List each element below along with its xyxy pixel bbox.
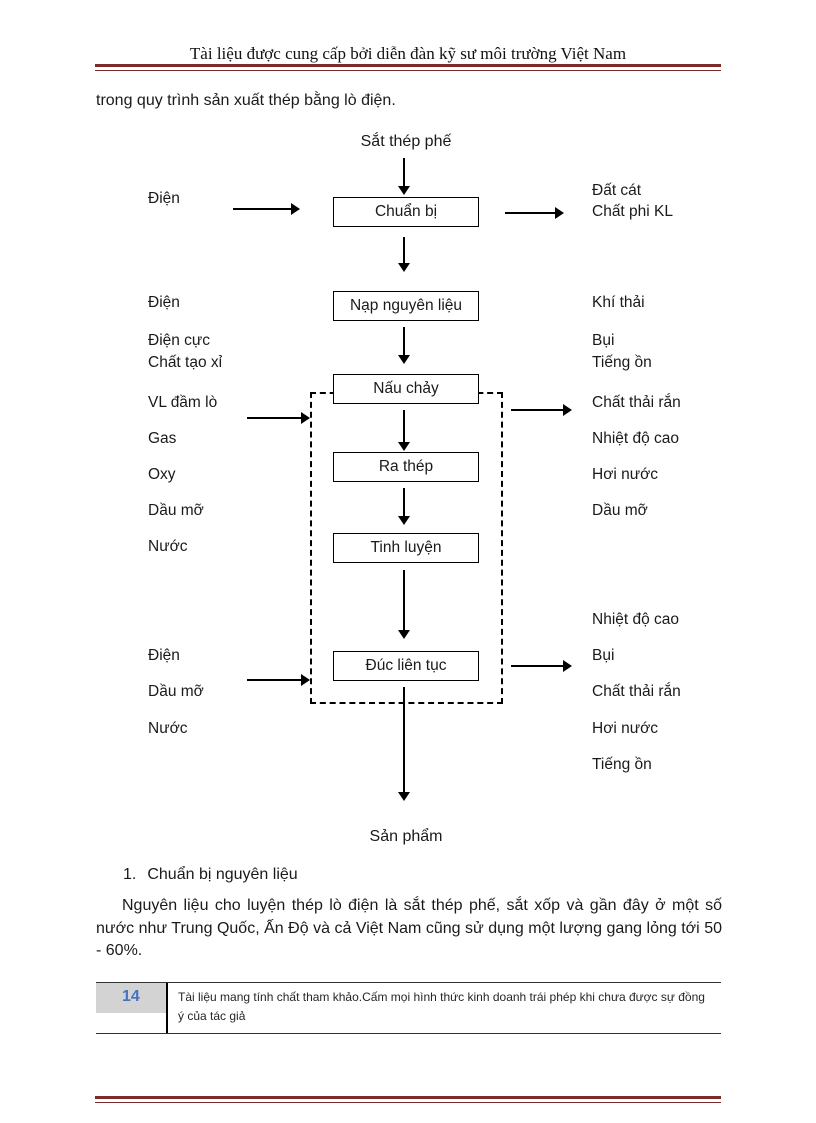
- flow-box-nau-chay: Nấu chảy: [333, 374, 479, 404]
- diagram-output-label: Nhiệt độ cao: [592, 611, 680, 628]
- output-arrow-icon: [511, 404, 572, 416]
- input-arrow-icon: [247, 674, 310, 686]
- diagram-input-label: Điện cực: [148, 332, 211, 349]
- footer-note: Tài liệu mang tính chất tham khảo.Cấm mọ…: [166, 983, 721, 1034]
- footer-page-number-cell: 14: [96, 983, 166, 1033]
- diagram-input-label: Dầu mỡ: [148, 683, 204, 700]
- diagram-input-label: Nước: [148, 720, 188, 737]
- flow-box-nap-nguyen-lieu: Nạp nguyên liệu: [333, 291, 479, 321]
- diagram-output-label: Hơi nước: [592, 466, 659, 483]
- section-number: 1.: [123, 866, 137, 883]
- flow-arrow-down-icon: [398, 410, 410, 451]
- flow-box-duc-lien-tuc: Đúc liên tục: [333, 651, 479, 681]
- page-number: 14: [122, 988, 140, 1005]
- output-arrow-icon: [505, 207, 564, 219]
- flow-arrow-down-icon: [398, 327, 410, 364]
- diagram-input-label: VL đầm lò: [148, 394, 218, 411]
- diagram-input-label: Điện: [148, 647, 180, 664]
- flow-arrow-down-icon: [398, 488, 410, 525]
- footer-number-shading: [96, 983, 166, 1013]
- diagram-input-label: Dầu mỡ: [148, 502, 204, 519]
- diagram-output-label: Dầu mỡ: [592, 502, 648, 519]
- diagram-input-label: Điện: [148, 190, 180, 207]
- diagram-output-label: Bụi: [592, 332, 615, 349]
- header-title: Tài liệu được cung cấp bởi diễn đàn kỹ s…: [189, 44, 627, 63]
- section-heading: 1. Chuẩn bị nguyên liệu: [123, 866, 298, 884]
- flow-box-chuan-bi: Chuẩn bị: [333, 197, 479, 227]
- flow-box-tinh-luyen: Tinh luyện: [333, 533, 479, 563]
- diagram-input-label: Oxy: [148, 466, 176, 483]
- diagram-product-label: Sản phẩm: [369, 828, 443, 845]
- diagram-output-label: Hơi nước: [592, 720, 659, 737]
- body-paragraph: Nguyên liệu cho luyện thép lò điện là sắ…: [96, 897, 722, 960]
- diagram-output-label: Khí thải: [592, 294, 645, 311]
- diagram-output-label: Chất phi KL: [592, 203, 673, 220]
- output-arrow-icon: [511, 660, 572, 672]
- footer: 14 Tài liệu mang tính chất tham khảo.Cấm…: [96, 982, 721, 1035]
- flow-box-ra-thep: Ra thép: [333, 452, 479, 482]
- intro-text: trong quy trình sản xuất thép bằng lò đi…: [96, 92, 396, 109]
- footer-rule-thin: [95, 1102, 721, 1103]
- diagram-input-label: Chất tạo xỉ: [148, 354, 223, 371]
- diagram-output-label: Tiếng ồn: [592, 756, 652, 773]
- footer-rule-thick: [95, 1096, 721, 1099]
- diagram-input-label: Nước: [148, 538, 188, 555]
- header-rule-thick: [95, 64, 721, 67]
- header-rule-thin: [95, 70, 721, 71]
- diagram-output-label: Chất thải rắn: [592, 683, 681, 700]
- diagram-output-label: Đất cát: [592, 182, 642, 199]
- section-title: Chuẩn bị nguyên liệu: [147, 866, 298, 883]
- flow-arrow-down-icon: [398, 687, 410, 801]
- diagram-output-label: Bụi: [592, 647, 615, 664]
- diagram-source-label: Sắt thép phế: [360, 133, 452, 150]
- flow-arrow-down-icon: [398, 237, 410, 272]
- diagram-input-label: Gas: [148, 430, 177, 447]
- flow-arrow-down-icon: [398, 158, 410, 195]
- input-arrow-icon: [233, 203, 300, 215]
- diagram-output-label: Nhiệt độ cao: [592, 430, 680, 447]
- diagram-output-label: Tiếng ồn: [592, 354, 652, 371]
- input-arrow-icon: [247, 412, 310, 424]
- diagram-output-label: Chất thải rắn: [592, 394, 681, 411]
- flow-arrow-down-icon: [398, 570, 410, 639]
- diagram-input-label: Điện: [148, 294, 180, 311]
